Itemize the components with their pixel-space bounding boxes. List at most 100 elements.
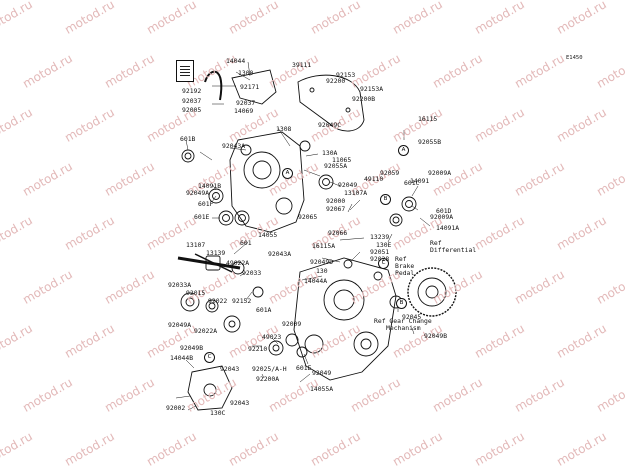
part-label-601f-29: 601F xyxy=(198,200,214,208)
note-ref-gear-change: Ref Gear Change Mechanism xyxy=(374,318,432,332)
part-label-92065-34: 92065 xyxy=(298,213,318,221)
part-label-92037-8: 92037 xyxy=(236,99,256,107)
note-ref-brake-line1: Ref xyxy=(395,255,407,263)
note-ref-brake-line3: Pedal xyxy=(395,269,415,277)
part-label-601e-31: 601E xyxy=(194,213,210,221)
part-label-92043-75: 92043 xyxy=(230,399,250,407)
part-label-1308-11: 1308 xyxy=(276,125,292,133)
part-label-49110-25: 49110 xyxy=(364,175,384,183)
part-label-92067-33: 92067 xyxy=(326,205,346,213)
part-label-92049b-68: 92049B xyxy=(424,332,448,340)
part-label-14044-0: 14044 xyxy=(226,57,246,65)
part-label-11065-20: 11065 xyxy=(332,156,352,164)
part-label-13239-40: 13239 xyxy=(370,233,390,241)
part-label-601b-16: 601B xyxy=(180,135,196,143)
part-label-92153-2: 92153 xyxy=(336,71,356,79)
part-label-92049-73: 92049 xyxy=(312,369,332,377)
part-label-601c-27: 601C xyxy=(404,179,420,187)
part-label-92009a-46: 92009A xyxy=(430,213,454,221)
case-cover-outline xyxy=(229,131,305,233)
warning-label-icon xyxy=(176,60,194,82)
part-label-39111-3: 39111 xyxy=(292,61,312,69)
part-label-13139-49: 13139 xyxy=(206,249,226,257)
part-label-92037-7: 92037 xyxy=(182,97,202,105)
callout-c-2: C xyxy=(204,352,215,363)
part-label-92210-64: 92210 xyxy=(248,345,268,353)
part-label-14044a-53: 14044A xyxy=(304,277,328,285)
callout-b-2: B xyxy=(396,298,407,309)
note-ref-gear-change-line1: Ref Gear Change xyxy=(374,317,432,325)
part-label-14091b-22: 14091B xyxy=(198,182,222,190)
part-label-49023-63: 49023 xyxy=(262,333,282,341)
part-label-92025-a-h-71: 92025/A-H xyxy=(252,365,287,373)
part-label-92049c-17: 92049C xyxy=(318,121,342,129)
part-label-13107-48: 13107 xyxy=(186,241,206,249)
part-label-92153a-12: 92153A xyxy=(360,85,384,93)
part-label-92192-5: 92192 xyxy=(182,87,202,95)
part-label-92049b-65: 92049B xyxy=(180,344,204,352)
cover-plate-outline xyxy=(231,69,277,105)
part-label-601d-45: 601D xyxy=(436,207,452,215)
part-label-601-32: 601 xyxy=(240,239,252,247)
part-label-92200b-13: 92200B xyxy=(352,95,376,103)
part-label-14055a-74: 14055A xyxy=(310,385,334,393)
part-label-92009-62: 92009 xyxy=(282,320,302,328)
part-label-92000-37: 92000 xyxy=(326,197,346,205)
part-label-92028-44: 92028 xyxy=(370,255,390,263)
part-label-49022a-50: 49022A xyxy=(226,259,250,267)
part-label-92049a-61: 92049A xyxy=(168,321,192,329)
part-label-92022a-60: 92022A xyxy=(194,327,218,335)
lower-housing-outline xyxy=(187,365,233,411)
part-label-92015-56: 92015 xyxy=(186,289,206,297)
part-label-13107a-39: 13107A xyxy=(344,189,368,197)
part-label-16115-14: 16115 xyxy=(418,115,438,123)
callout-a-2: A xyxy=(398,145,409,156)
part-label-92049d-51: 92049D xyxy=(310,258,334,266)
part-label-92200a-72: 92200A xyxy=(256,375,280,383)
part-label-14069-10: 14069 xyxy=(234,107,254,115)
part-label-92049-30: 92049 xyxy=(338,181,358,189)
note-ref-brake-line2: Brake xyxy=(395,262,415,270)
callout-a-1: A xyxy=(282,168,293,179)
note-ref-brake: Ref Brake Pedal xyxy=(395,256,414,277)
part-label-16115a-42: 16115A xyxy=(312,242,336,250)
part-label-92171-6: 92171 xyxy=(240,83,260,91)
part-label-130c-77: 130C xyxy=(210,409,226,417)
part-label-92055b-15: 92055B xyxy=(418,138,442,146)
note-ref-gear-change-line2: Mechanism xyxy=(386,324,421,332)
part-label-92066-38: 92066 xyxy=(328,229,348,237)
diagram-code: E1450 xyxy=(566,55,583,61)
part-label-601e-67: 601E xyxy=(296,364,312,372)
part-label-92043-70: 92043 xyxy=(220,365,240,373)
callout-b-1: B xyxy=(380,194,391,205)
part-label-92043a-36: 92043A xyxy=(268,250,292,258)
part-label-14091a-47: 14091A xyxy=(436,224,460,232)
part-label-130-52: 130 xyxy=(316,267,328,275)
part-label-92055a-21: 92055A xyxy=(324,162,348,170)
part-label-92059-26: 92059 xyxy=(380,169,400,177)
part-label-92049a-23: 92049A xyxy=(186,189,210,197)
part-label-92009a-24: 92009A xyxy=(428,169,452,177)
part-label-92033a-55: 92033A xyxy=(168,281,192,289)
part-label-92051-43: 92051 xyxy=(370,248,390,256)
part-label-14091-28: 14091 xyxy=(410,177,430,185)
note-ref-differential-line1: Ref xyxy=(430,239,442,247)
part-label-92043a-18: 92043A xyxy=(222,142,246,150)
part-label-92152-58: 92152 xyxy=(232,297,252,305)
note-ref-differential: Ref Differential xyxy=(430,240,476,254)
part-label-92045-66: 92045 xyxy=(402,313,422,321)
main-case-outline xyxy=(293,257,397,381)
part-label-14055-35: 14055 xyxy=(258,231,278,239)
part-label-14044b-69: 14044B xyxy=(170,354,194,362)
part-label-130a-19: 130A xyxy=(322,149,338,157)
part-label-92200-4: 92200 xyxy=(326,77,346,85)
part-label-130e-41: 130E xyxy=(376,241,392,249)
part-label-92033-54: 92033 xyxy=(242,269,262,277)
part-label-1300-1: 1300 xyxy=(238,69,254,77)
part-label-601a-59: 601A xyxy=(256,306,272,314)
part-label-92002-76: 92002 xyxy=(166,404,186,412)
callout-c-1: C xyxy=(378,258,389,269)
note-ref-differential-line2: Differential xyxy=(430,246,477,254)
